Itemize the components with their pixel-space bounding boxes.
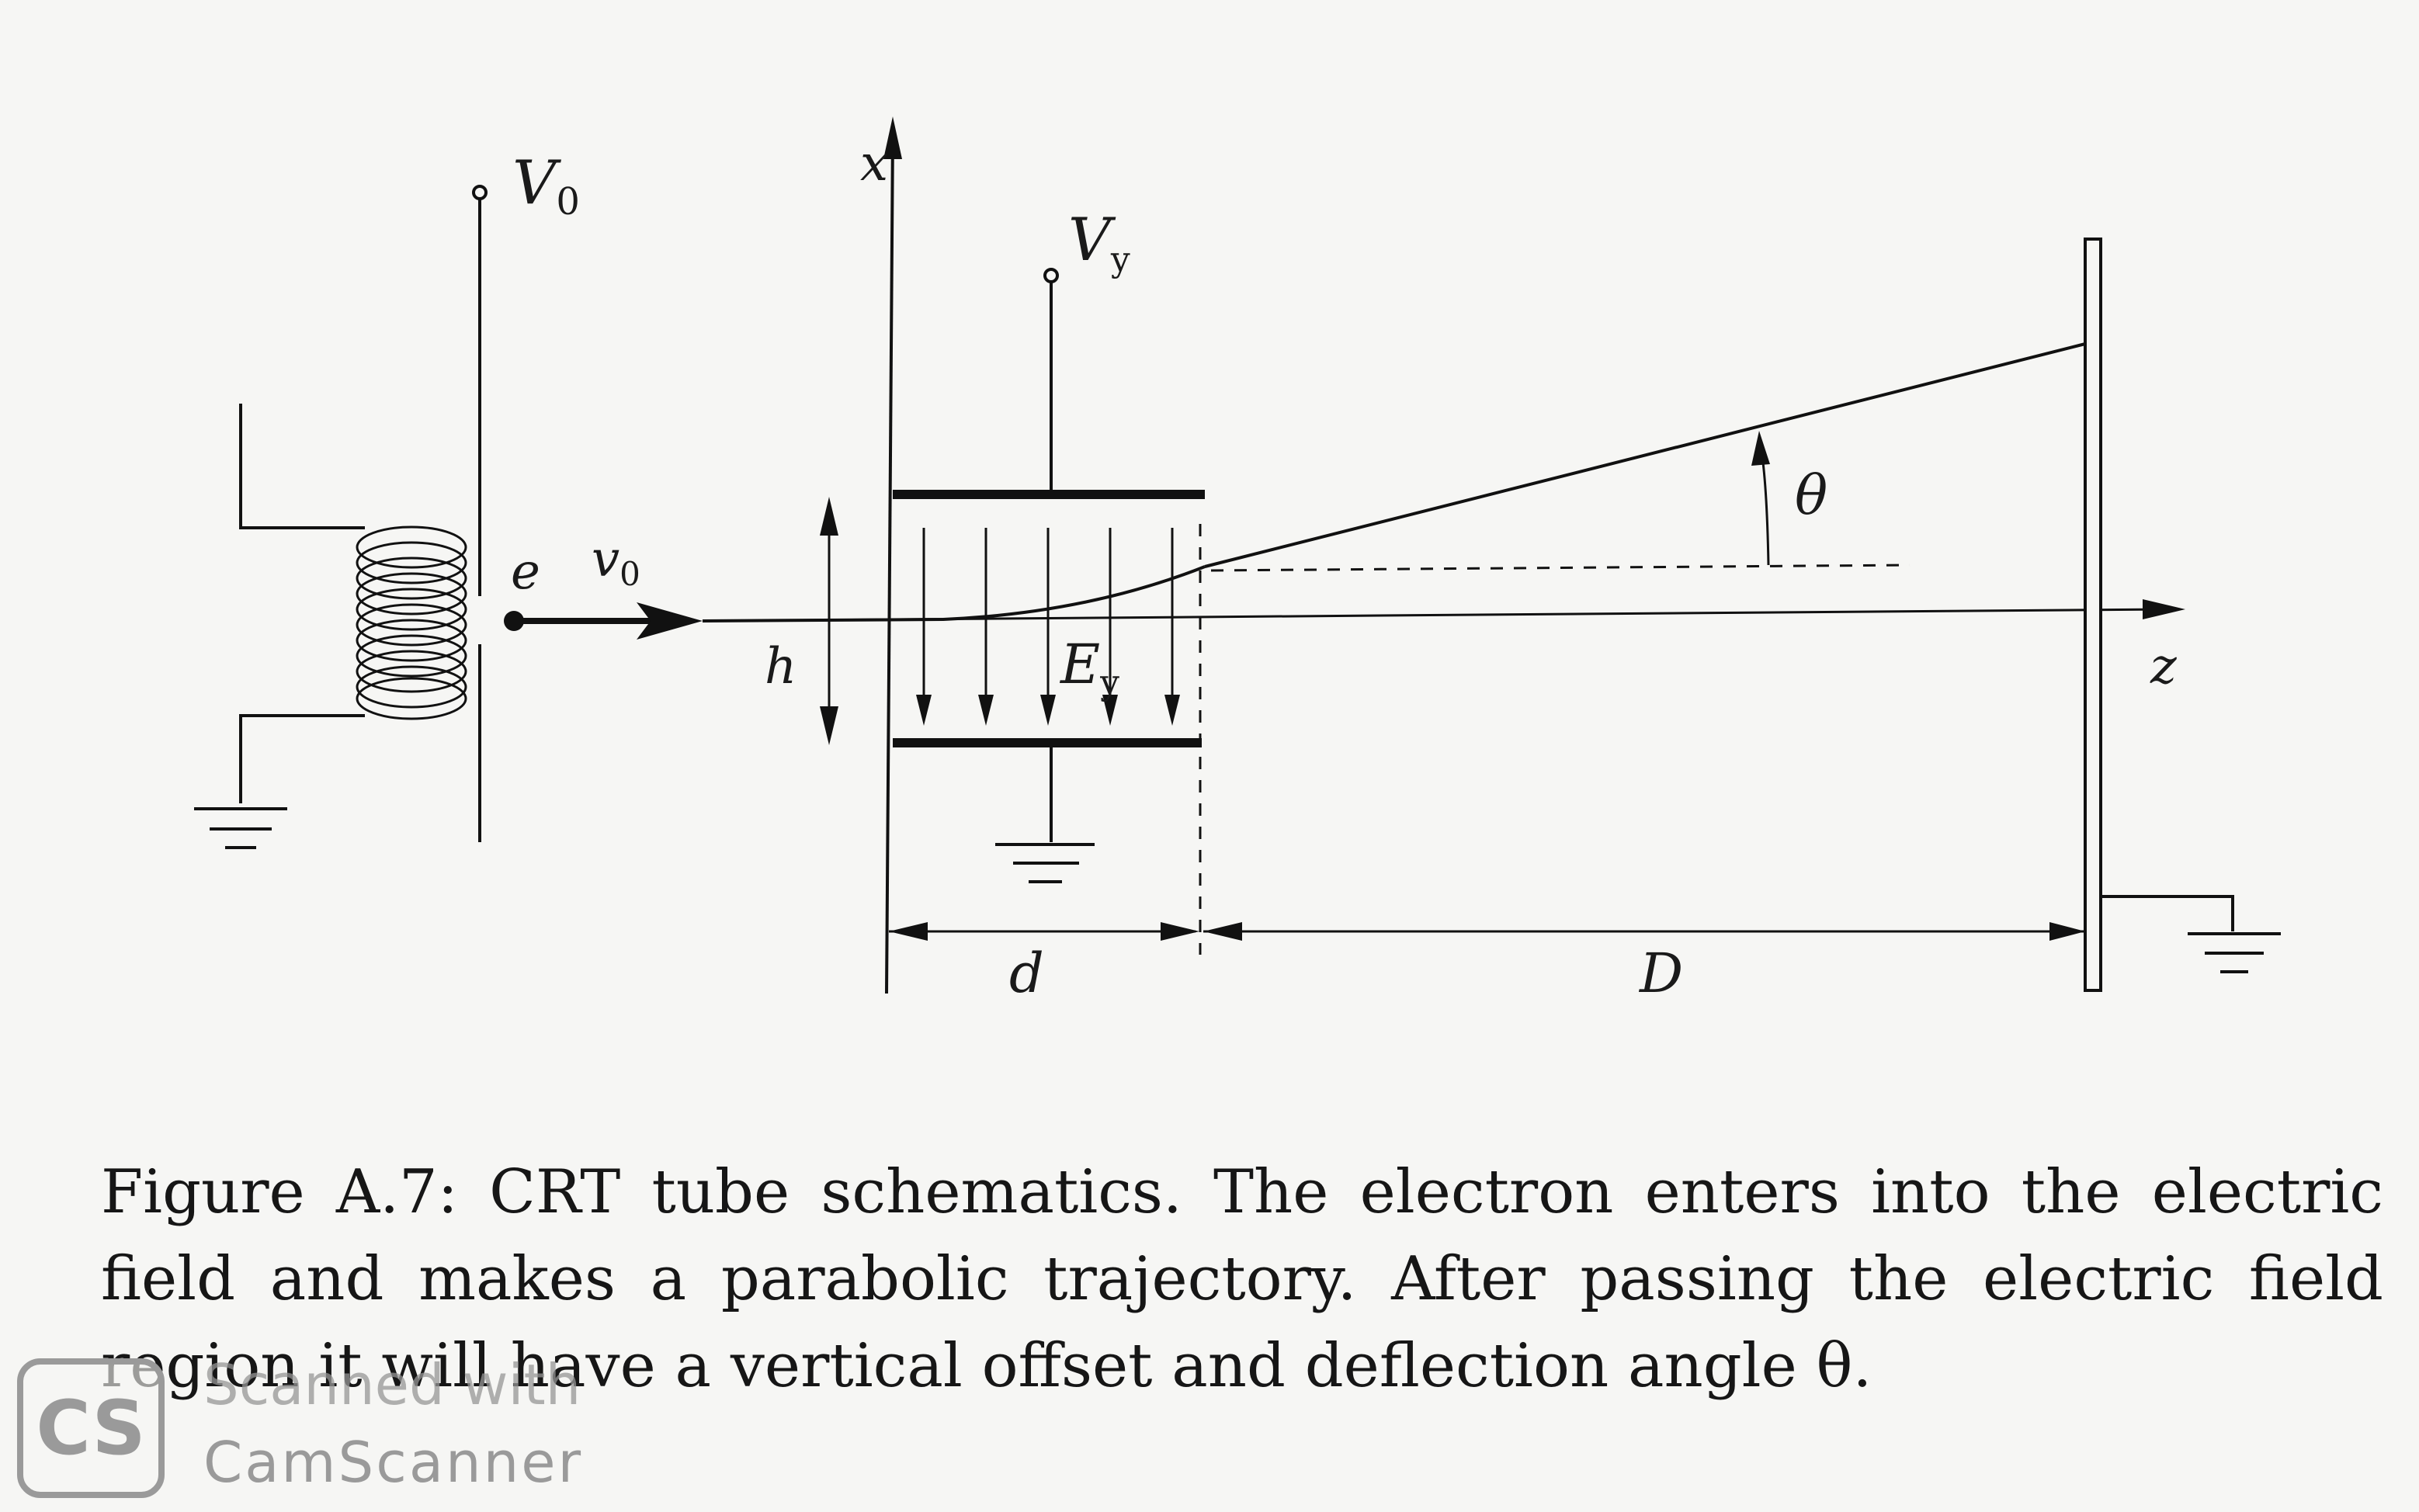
camscanner-logo: CS bbox=[17, 1358, 165, 1498]
deflection-plates bbox=[893, 268, 1205, 883]
label-velocity: v0 bbox=[592, 531, 640, 593]
label-v0-source: V0 bbox=[512, 148, 580, 224]
length-dimensions bbox=[889, 922, 2085, 941]
field-arrows bbox=[916, 528, 1180, 726]
reference-dashes bbox=[1199, 524, 1911, 955]
label-plate-length: d bbox=[1009, 942, 1044, 1005]
filament-circuit bbox=[194, 404, 365, 849]
label-x-axis: x bbox=[860, 135, 888, 192]
angle-arc-arrow bbox=[1751, 431, 1770, 566]
label-drift-length: D bbox=[1638, 942, 1683, 1005]
watermark-line-2: CamScanner bbox=[203, 1430, 584, 1495]
label-electron: e bbox=[511, 543, 540, 601]
label-field: Ey bbox=[1059, 633, 1119, 702]
label-plate-gap: h bbox=[765, 638, 796, 695]
electron-trajectory bbox=[702, 342, 2086, 622]
accelerating-electrode bbox=[472, 185, 488, 842]
label-angle: θ bbox=[1795, 463, 1827, 527]
label-vy-source: Vy bbox=[1068, 205, 1130, 279]
camscanner-watermark: CS Scanned with CamScanner bbox=[17, 1352, 654, 1507]
velocity-arrow bbox=[514, 602, 703, 640]
watermark-line-1: Scanned with bbox=[203, 1352, 581, 1417]
label-z-axis: z bbox=[2150, 638, 2178, 695]
figure-caption: Figure A.7: CRT tube schematics. The ele… bbox=[101, 1157, 2383, 1401]
screen bbox=[2084, 238, 2281, 992]
x-axis bbox=[883, 116, 902, 994]
filament-coil bbox=[356, 525, 467, 720]
